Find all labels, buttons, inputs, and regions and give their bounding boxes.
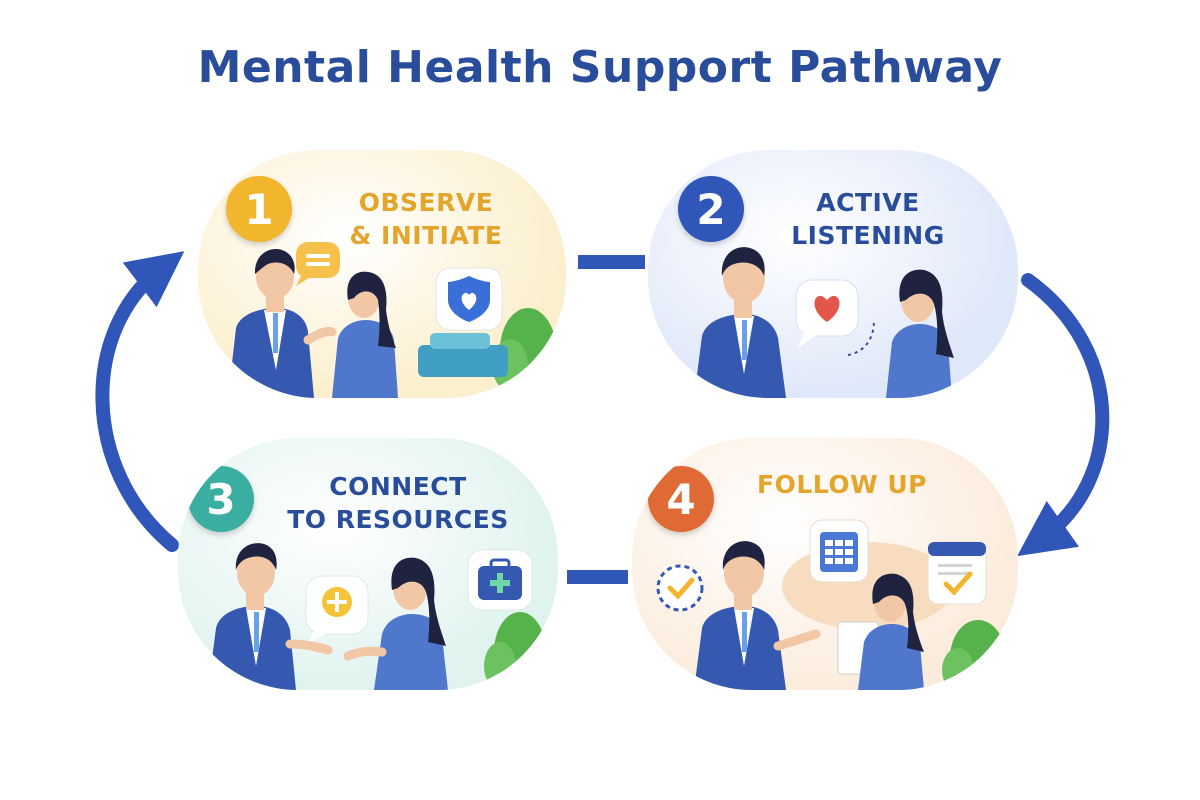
woman-figure (343, 557, 448, 690)
step-3-title-line2: TO RESOURCES (287, 505, 509, 534)
man-figure (228, 249, 337, 398)
calendar-check-icon (927, 541, 987, 605)
step-2-title: ACTIVE LISTENING (758, 186, 978, 252)
step-1-card: 1 OBSERVE & INITIATE (198, 150, 566, 398)
man-figure (208, 543, 333, 690)
page-title: Mental Health Support Pathway (197, 42, 1003, 93)
step-4-card: 4 FOLLOW UP (632, 438, 1018, 690)
man-figure (694, 541, 821, 690)
flow-arrow-right (1017, 273, 1110, 557)
clock-check-icon (656, 564, 704, 612)
step-4-illustration (656, 519, 1006, 690)
man-figure (694, 247, 786, 398)
lightbulb-speech-bubble-icon (305, 575, 369, 644)
heart-speech-bubble-icon (795, 279, 859, 348)
medical-kit-icon (467, 549, 533, 611)
step-2-title-line1: ACTIVE (816, 188, 920, 217)
step-3-title-line1: CONNECT (329, 472, 467, 501)
step-3-illustration (208, 543, 546, 690)
woman-figure (886, 269, 954, 398)
woman-figure (332, 271, 398, 398)
flow-arrow-left (95, 251, 185, 552)
speech-bubble-icon (296, 242, 340, 286)
step-1-illustration (228, 242, 556, 398)
step-2-illustration (694, 247, 954, 398)
step-1-badge: 1 (226, 176, 292, 242)
step-4-title-line1: FOLLOW UP (757, 470, 927, 499)
step-3-badge: 3 (188, 466, 254, 532)
shield-heart-icon (435, 267, 503, 331)
step-2-badge: 2 (678, 176, 744, 242)
calendar-icon (809, 519, 869, 583)
step-4-title: FOLLOW UP (732, 468, 952, 501)
woman-figure (858, 573, 924, 690)
step-2-title-line2: LISTENING (791, 221, 945, 250)
step-3-card: 3 CONNECT TO RESOURCES (178, 438, 558, 690)
plant-icon (942, 620, 1006, 690)
step-1-title: OBSERVE & INITIATE (316, 186, 536, 252)
step-1-title-line1: OBSERVE (358, 188, 494, 217)
step-4-badge: 4 (648, 466, 714, 532)
step-2-card: 2 ACTIVE LISTENING (648, 150, 1018, 398)
step-3-title: CONNECT TO RESOURCES (278, 470, 518, 536)
step-1-title-line2: & INITIATE (349, 221, 503, 250)
plant-icon (484, 612, 546, 690)
